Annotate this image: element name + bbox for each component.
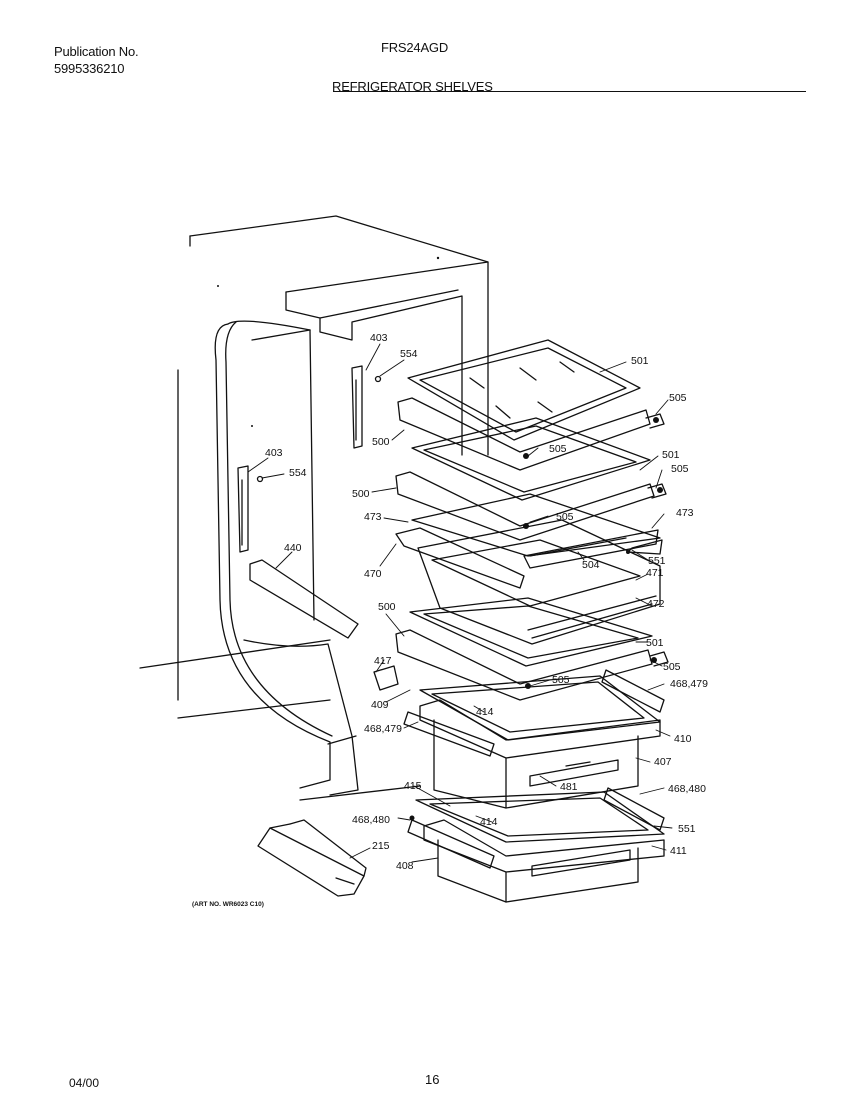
callout-500: 500 <box>378 601 396 613</box>
callout-505: 505 <box>549 443 567 455</box>
callout-414: 414 <box>476 706 494 718</box>
callout-500: 500 <box>372 436 390 448</box>
callout-505: 505 <box>669 392 687 404</box>
art-number: (ART NO. WR6023 C10) <box>192 901 264 908</box>
screw-554-upper <box>374 375 382 383</box>
callout-414: 414 <box>480 816 498 828</box>
header-rule <box>333 91 806 92</box>
callout-417: 417 <box>374 655 392 667</box>
callout-215: 215 <box>372 840 390 852</box>
detail-dots <box>217 256 663 821</box>
shelf-rail-upper <box>351 365 363 449</box>
callout-468-480: 468,480 <box>352 814 390 826</box>
trim-440 <box>249 559 359 639</box>
footer-date: 04/00 <box>69 1076 100 1090</box>
crisper-drawer-lower <box>407 787 665 903</box>
leader-lines <box>247 343 673 863</box>
callout-472: 472 <box>647 598 665 610</box>
callout-403: 403 <box>265 447 283 459</box>
section-title: REFRIGERATOR SHELVES <box>332 79 493 94</box>
crisper-drawer-upper <box>419 675 661 809</box>
callout-470: 470 <box>364 568 382 580</box>
shelf-rail-lower <box>237 465 249 553</box>
callout-551: 551 <box>648 555 666 567</box>
callout-471: 471 <box>646 567 664 579</box>
callout-501: 501 <box>631 355 649 367</box>
callout-554: 554 <box>400 348 418 360</box>
refrigerator-cabinet <box>139 215 489 801</box>
callout-411: 411 <box>670 845 687 857</box>
callout-468-480: 468,480 <box>668 783 706 795</box>
callout-473: 473 <box>676 507 694 519</box>
callout-407: 407 <box>654 756 672 768</box>
glass-shelf-second <box>395 417 667 541</box>
publication-label: Publication No. <box>54 44 139 59</box>
drawer-rail-left-upper <box>403 711 495 757</box>
callout-481: 481 <box>560 781 578 793</box>
page-number: 16 <box>425 1072 440 1087</box>
callout-403: 403 <box>370 332 388 344</box>
callout-501: 501 <box>646 637 664 649</box>
callout-504: 504 <box>582 559 600 571</box>
callout-473: 473 <box>364 511 382 523</box>
clip-417 <box>373 665 399 691</box>
callout-440: 440 <box>284 542 302 554</box>
callout-501: 501 <box>662 449 680 461</box>
callout-505: 505 <box>552 674 570 686</box>
callout-554: 554 <box>289 467 307 479</box>
callout-labels: 403 554 403 554 440 501 505 500 505 501 505 500 473 5… <box>265 332 708 872</box>
glass-shelf-top <box>397 339 665 471</box>
model-number: FRS24AGD <box>381 40 449 55</box>
glass-shelf-third <box>395 597 669 701</box>
callout-408: 408 <box>396 860 414 872</box>
callout-415: 415 <box>404 780 422 792</box>
callout-468-479: 468,479 <box>364 723 402 735</box>
callout-505: 505 <box>556 511 574 523</box>
screw-554-lower <box>256 475 264 483</box>
bin-215 <box>257 819 367 897</box>
callout-410: 410 <box>674 733 692 745</box>
callout-551: 551 <box>678 823 696 835</box>
publication-number: 5995336210 <box>54 61 125 76</box>
callout-500: 500 <box>352 488 370 500</box>
callout-505: 505 <box>663 661 681 673</box>
callout-468-479: 468,479 <box>670 678 708 690</box>
callout-505: 505 <box>671 463 689 475</box>
callout-409: 409 <box>371 699 389 711</box>
deli-drawer <box>395 493 663 645</box>
drawer-rail-right-upper <box>601 669 665 713</box>
